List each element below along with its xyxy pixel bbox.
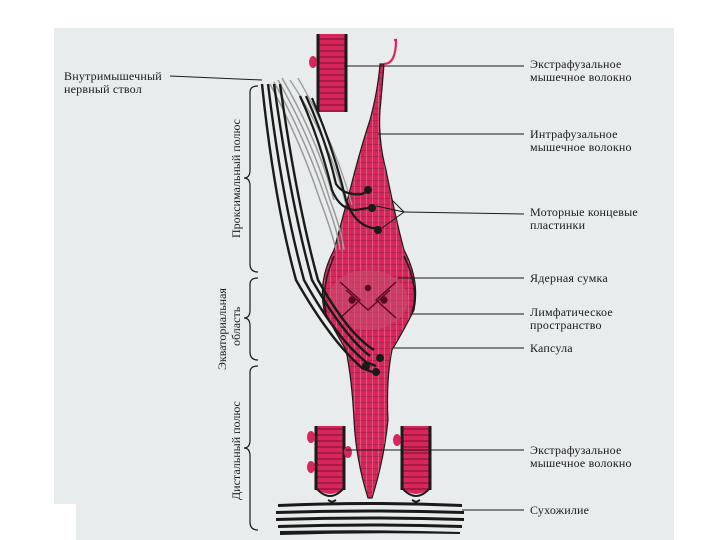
label-extrafusal-bottom-2: мышечное волокно (530, 457, 632, 470)
label-lymph-2: пространство (530, 319, 602, 332)
label-proximal-pole: Проксимальный полюс (230, 119, 243, 238)
label-nuclear-bag: Ядерная сумка (530, 272, 608, 285)
tendon (276, 502, 464, 535)
label-distal-pole: Дистальный полюс (230, 401, 243, 500)
label-tendon: Сухожилие (530, 504, 589, 517)
lymphatic-space (328, 270, 408, 330)
label-equatorial-2: область (230, 307, 243, 346)
extrafusal-fiber-bottom-right (393, 426, 430, 496)
label-capsule: Капсула (530, 342, 573, 355)
label-motor-plates-2: пластинки (530, 219, 585, 232)
extrafusal-fiber-top (309, 34, 346, 112)
region-braces (244, 86, 258, 530)
label-intrafusal-2: мышечное волокно (530, 141, 632, 154)
label-equatorial-1: Экваториальная (216, 288, 229, 370)
label-extrafusal-top-2: мышечное волокно (530, 71, 632, 84)
label-nerve-trunk-2: нервный ствол (64, 83, 142, 96)
extrafusal-fiber-bottom-left (307, 426, 352, 496)
